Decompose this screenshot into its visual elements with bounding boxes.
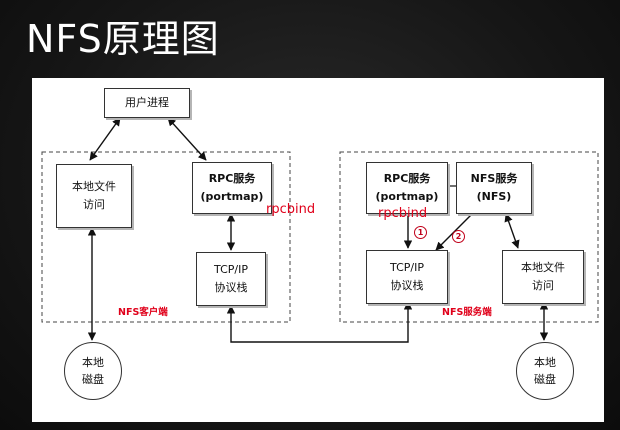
server-rpcbind-annotation: rpcbind xyxy=(378,206,428,221)
client-rpc-service-line1: RPC服务 xyxy=(208,172,256,185)
server-local-file-access-line2: 访问 xyxy=(532,279,554,292)
server-disk-line2: 磁盘 xyxy=(534,373,556,386)
client-tcpip-line1: TCP/IP xyxy=(214,263,248,276)
client-rpc-service-box: RPC服务 (portmap) xyxy=(192,162,272,214)
server-tcpip-box: TCP/IP 协议栈 xyxy=(366,250,448,304)
diagram-canvas: 用户进程 本地文件 访问 RPC服务 (portmap) TCP/IP 协议栈 … xyxy=(32,78,604,422)
server-group-label: NFS服务端 xyxy=(442,307,492,318)
client-local-file-access-box: 本地文件 访问 xyxy=(56,164,132,228)
server-nfs-service-line1: NFS服务 xyxy=(470,172,518,185)
user-process-label: 用户进程 xyxy=(125,96,169,109)
step-1-marker: 1 xyxy=(414,226,427,239)
network-link xyxy=(226,301,413,343)
client-tcpip-box: TCP/IP 协议栈 xyxy=(196,252,266,306)
server-disk: 本地 磁盘 xyxy=(516,342,574,400)
server-nfs-service-line2: (NFS) xyxy=(476,190,512,203)
arrow-user-to-local-access xyxy=(89,117,121,161)
server-local-file-access-line1: 本地文件 xyxy=(521,261,565,274)
step-2-marker: 2 xyxy=(452,230,465,243)
client-rpc-service-line2: (portmap) xyxy=(200,190,264,203)
server-tcpip-line1: TCP/IP xyxy=(390,261,424,274)
client-rpcbind-annotation: rpcbind xyxy=(266,202,316,217)
arrow-nfs-server-access xyxy=(504,213,520,249)
server-group-frame xyxy=(339,151,599,323)
client-disk: 本地 磁盘 xyxy=(64,342,122,400)
client-local-file-access-line2: 访问 xyxy=(83,198,105,211)
arrow-user-to-rpc xyxy=(167,117,207,161)
server-rpc-service-line1: RPC服务 xyxy=(383,172,431,185)
client-tcpip-line2: 协议栈 xyxy=(214,281,248,294)
client-group-label: NFS客户端 xyxy=(118,307,168,318)
connector-layer xyxy=(41,117,599,343)
client-group-frame xyxy=(41,151,291,323)
server-nfs-service-box: NFS服务 (NFS) xyxy=(456,162,532,214)
slide-title: NFS原理图 xyxy=(26,17,220,61)
user-process-box: 用户进程 xyxy=(104,88,190,118)
server-rpc-service-line2: (portmap) xyxy=(375,190,439,203)
server-rpc-service-box: RPC服务 (portmap) xyxy=(366,162,448,214)
client-disk-line2: 磁盘 xyxy=(82,373,104,386)
server-tcpip-line2: 协议栈 xyxy=(390,279,424,292)
server-disk-line1: 本地 xyxy=(534,356,556,369)
client-local-file-access-line1: 本地文件 xyxy=(72,180,116,193)
server-local-file-access-box: 本地文件 访问 xyxy=(502,250,584,304)
client-disk-line1: 本地 xyxy=(82,356,104,369)
